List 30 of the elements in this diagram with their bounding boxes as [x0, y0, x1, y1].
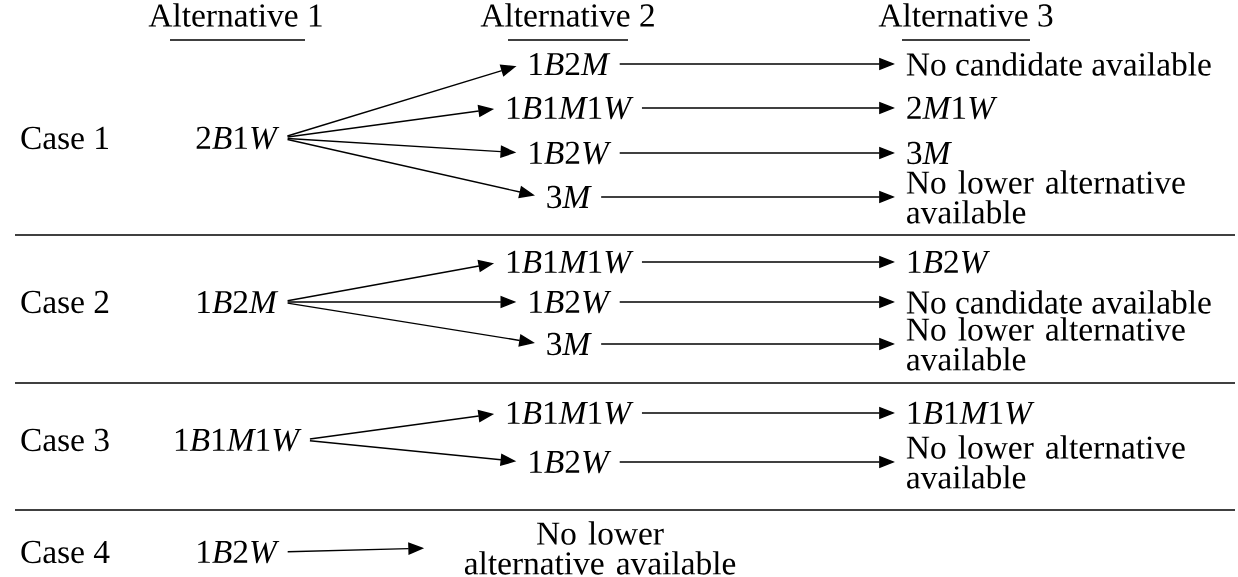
option-text: $1B2W$ — [530, 450, 612, 474]
option-text: No candidate available — [906, 52, 1211, 76]
option-text: $1B1M1W$ — [908, 401, 1035, 425]
column-header: Alternative 3 — [878, 3, 1053, 41]
option-text: No lower alternative available — [464, 521, 736, 575]
option-text: $1B2W$ — [530, 290, 612, 314]
option-text: $1B1M1W$ — [507, 250, 634, 274]
option-text: $1B2W$ — [198, 540, 280, 564]
option-text: $1B1M1W$ — [507, 96, 634, 120]
option-text: $2B1W$ — [196, 126, 280, 150]
row-label: Case 1 — [21, 126, 108, 150]
row-label: Case 2 — [21, 290, 109, 314]
option-text: $1B2W$ — [530, 141, 612, 165]
row-label: Case 4 — [21, 540, 110, 564]
row-label: Case 3 — [21, 428, 109, 452]
option-text: $2M1W$ — [907, 96, 998, 120]
option-text: No candidate available — [906, 290, 1211, 314]
option-text: $3M$ — [907, 141, 952, 165]
option-text: $3M$ — [547, 185, 592, 209]
option-text: $1B2W$ — [908, 250, 990, 274]
option-text: No lower alternative available — [906, 435, 1185, 489]
option-text: No lower alternative available — [906, 317, 1185, 371]
column-header: Alternative 1 — [148, 3, 322, 41]
column-header: Alternative 2 — [480, 3, 654, 41]
option-text: $1B1M1W$ — [175, 428, 302, 452]
option-text: $3M$ — [547, 332, 592, 356]
option-text: $1B2M$ — [198, 290, 279, 314]
option-text: $1B2M$ — [530, 52, 611, 76]
option-text: No lower alternative available — [906, 170, 1185, 224]
option-text: $1B1M1W$ — [507, 401, 634, 425]
